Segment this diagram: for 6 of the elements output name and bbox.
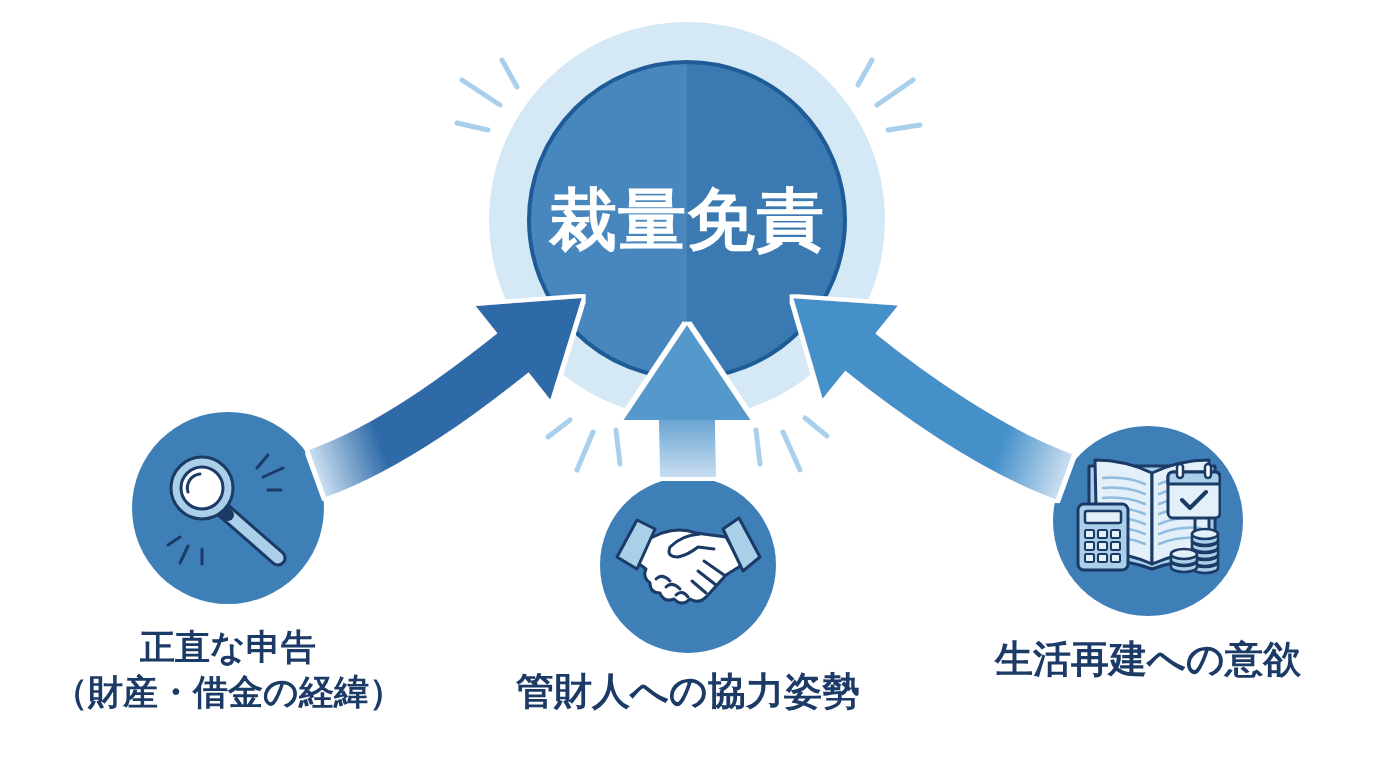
icon-caption: 管財人への協力姿勢 — [516, 668, 860, 715]
icon-caption: 正直な申告 — [140, 626, 316, 669]
icon-caption: 生活再建への意欲 — [995, 636, 1301, 683]
node-title: 裁量免責 — [549, 180, 825, 260]
icon-caption: （財産・借金の経緯） — [52, 671, 404, 714]
arrow — [623, 325, 751, 478]
